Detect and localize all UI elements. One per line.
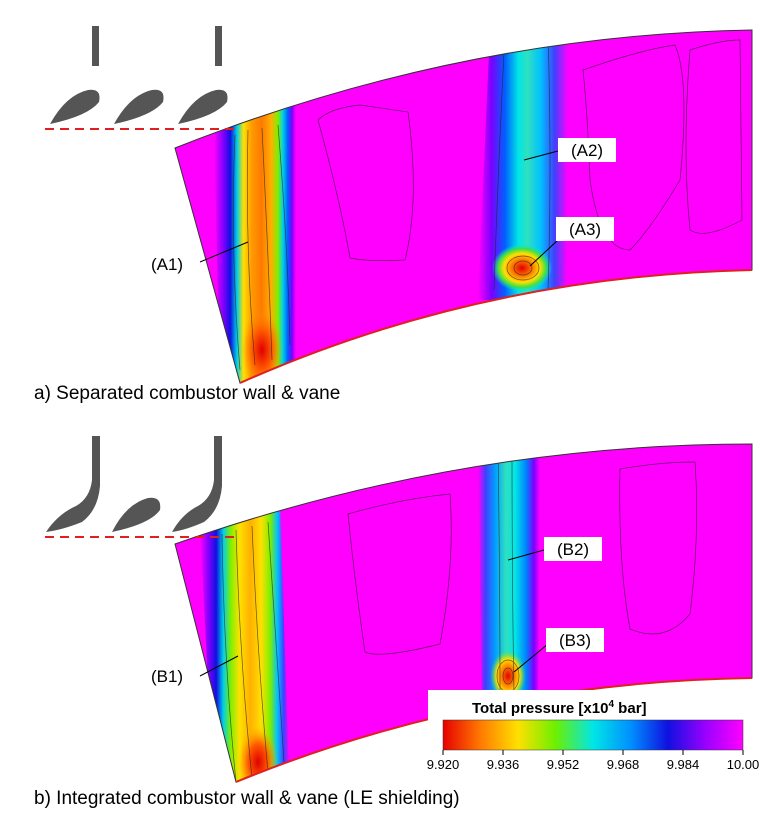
colorbar-tick-label: 9.936 (487, 757, 520, 772)
panel-b: (B1) (B2) (B3) Total pressure [x104 bar]… (0, 414, 768, 828)
vane-3 (178, 89, 228, 124)
colorbar-tick-label: 9.984 (667, 757, 700, 772)
combustor-wall-1 (92, 26, 99, 66)
label-b2: (B2) (557, 540, 589, 559)
label-a2: (A2) (571, 141, 603, 160)
pressure-field (175, 444, 752, 782)
callout-b1: (B1) (137, 655, 239, 688)
colorbar-tick-label: 9.920 (427, 757, 460, 772)
vane-1 (50, 89, 100, 124)
callout-b2: (B2) (507, 537, 602, 561)
colorbar-tick-label: 10.00 (727, 757, 760, 772)
wake-a2 (478, 30, 568, 300)
wake-b2 (478, 444, 540, 704)
airfoil-schematic-b (45, 436, 238, 538)
pressure-field (175, 30, 752, 383)
vane-2 (114, 89, 164, 124)
integrated-vane-1 (46, 436, 100, 532)
callout-a3: (A3) (529, 217, 614, 267)
callout-a1: (A1) (137, 241, 249, 276)
airfoil-schematic-a (45, 26, 238, 130)
colorbar-ticks: 9.920 9.936 9.952 9.968 9.984 10.00 (427, 750, 760, 772)
label-b3: (B3) (559, 631, 591, 650)
hot-spot-a1 (242, 310, 282, 383)
vane-2 (112, 497, 161, 532)
colorbar-title: Total pressure [x104 bar] (472, 699, 647, 717)
hot-spot-a3 (492, 244, 552, 292)
panel-a: (A1) (A2) (A3) a) Separated combustor wa… (34, 26, 753, 404)
caption-b: b) Integrated combustor wall & vane (LE … (34, 788, 460, 809)
colorbar-bar (442, 719, 744, 751)
colorbar-tick-label: 9.952 (547, 757, 580, 772)
caption-a: a) Separated combustor wall & vane (34, 383, 341, 404)
callout-b3: (B3) (513, 628, 604, 673)
label-b1: (B1) (151, 667, 183, 686)
hub-wall-line (239, 269, 753, 384)
label-a1: (A1) (151, 255, 183, 274)
colorbar: Total pressure [x104 bar] 9.920 9.936 9.95… (427, 690, 760, 780)
hot-spot-b3 (490, 650, 526, 702)
combustor-wall-2 (215, 26, 222, 66)
label-a3: (A3) (569, 220, 601, 239)
callout-a2: (A2) (523, 138, 616, 162)
panel-b-figure: (B1) (B2) (B3) Total pressure [x104 bar]… (45, 436, 760, 783)
panel-a-figure: (A1) (A2) (A3) (45, 26, 753, 384)
integrated-vane-2 (172, 436, 222, 532)
colorbar-tick-label: 9.968 (607, 757, 640, 772)
